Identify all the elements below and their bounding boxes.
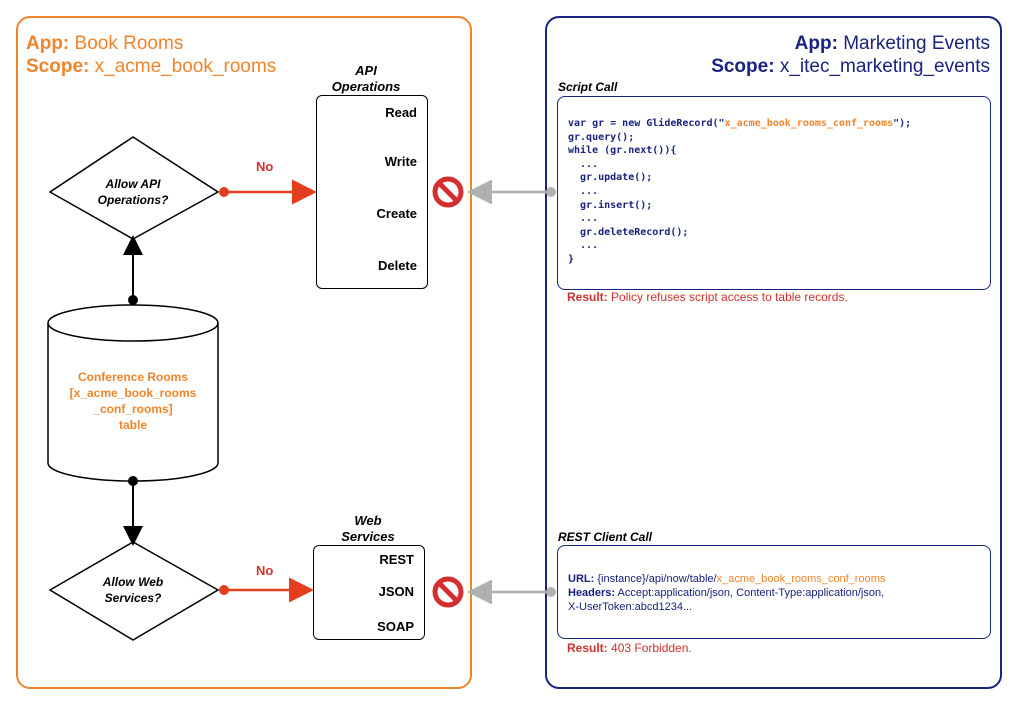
database-label: Conference Rooms [x_acme_book_rooms _con… [69, 370, 197, 432]
rest-call-result: Result: 403 Forbidden. [567, 641, 692, 655]
right-app-title: App: Marketing Events [794, 33, 990, 54]
rest-call-title: REST Client Call [558, 530, 653, 544]
right-app-scope: Scope: x_itec_marketing_events [711, 56, 990, 77]
api-op-write: Write [384, 154, 417, 169]
api-op-read: Read [385, 105, 417, 120]
left-app-title: App: Book Rooms [26, 33, 184, 54]
db-api-connector-dot [128, 295, 138, 305]
script-call-title: Script Call [558, 80, 618, 94]
script-call-dot [546, 187, 556, 197]
book-rooms-app-panel [16, 16, 472, 689]
api-no-label: No [256, 159, 274, 174]
decision-api-label: Allow API Operations? [97, 177, 169, 207]
script-call-result: Result: Policy refuses script access to … [567, 290, 848, 304]
db-web-connector-dot [128, 476, 138, 486]
left-app-scope: Scope: x_acme_book_rooms [26, 56, 277, 77]
api-op-create: Create [376, 206, 417, 221]
web-service-soap: SOAP [377, 619, 414, 634]
web-no-label: No [256, 563, 274, 578]
rest-call-box: URL: {instance}/api/now/table/x_acme_boo… [557, 545, 991, 639]
rest-call-details: URL: {instance}/api/now/table/x_acme_boo… [568, 573, 886, 613]
web-service-rest: REST [379, 552, 414, 567]
decision-web-label: Allow Web Services? [102, 575, 164, 605]
api-operations-box: Read Write Create Delete [316, 95, 428, 289]
database-cylinder [47, 304, 219, 482]
marketing-events-app-panel [545, 16, 1002, 689]
api-no-dot [219, 187, 229, 197]
prohibited-icon [432, 176, 464, 208]
rest-call-dot [546, 587, 556, 597]
web-services-title: Web Services [341, 513, 395, 544]
web-service-json: JSON [378, 584, 414, 599]
script-call-code: var gr = new GlideRecord("x_acme_book_ro… [568, 118, 912, 265]
web-no-dot [219, 585, 229, 595]
prohibited-icon [432, 576, 464, 608]
script-call-box: var gr = new GlideRecord("x_acme_book_ro… [557, 96, 991, 290]
api-op-delete: Delete [377, 258, 417, 273]
decision-web-diamond [48, 541, 220, 641]
web-services-box: REST JSON SOAP [313, 545, 425, 640]
api-operations-title: API Operations [331, 63, 401, 94]
